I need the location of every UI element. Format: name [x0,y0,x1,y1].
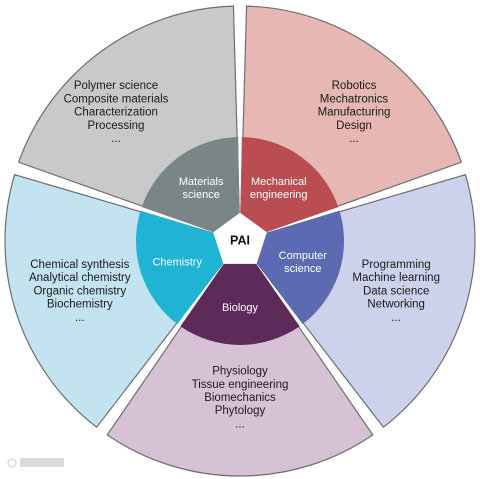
inner-sector-materials [141,137,240,241]
topic-item-chemistry: Chemical synthesis [30,259,129,271]
center-label: PAI [230,233,250,247]
discipline-label-biology: Biology [222,302,259,314]
topic-item-chemistry: Analytical chemistry [29,272,131,284]
topic-item-materials: ... [111,133,121,145]
topic-item-materials: Polymer science [74,80,158,92]
discipline-label-line-computer: Computer [279,250,328,262]
discipline-label-line-chemistry: Chemistry [152,256,202,268]
topic-item-mechanical: Robotics [332,80,377,92]
topic-item-chemistry: ... [75,312,85,324]
center-pentagon [213,212,267,264]
topic-item-mechanical: Mechatronics [320,93,389,105]
topic-item-biology: Tissue engineering [192,379,289,391]
inner-sector-biology [180,241,300,345]
topic-item-materials: Processing [88,120,145,132]
discipline-label-line-materials: science [183,189,220,201]
discipline-label-line-mechanical: engineering [250,189,308,201]
topic-item-computer: Data science [363,285,429,297]
topic-item-chemistry: Organic chemistry [33,285,126,297]
inner-ring [135,137,345,345]
topic-item-computer: Programming [362,259,431,271]
topic-item-mechanical: Manufacturing [318,107,391,119]
topic-item-chemistry: Biochemistry [47,299,113,311]
topic-item-biology: Biomechanics [204,392,276,404]
topic-item-materials: Characterization [74,107,158,119]
discipline-label-line-computer: science [284,263,321,275]
topic-item-computer: Machine learning [352,272,440,284]
topic-item-mechanical: Design [336,120,372,132]
topic-item-computer: Networking [367,299,425,311]
topic-item-mechanical: ... [349,133,359,145]
topic-item-biology: Phytology [215,405,266,417]
discipline-label-chemistry: Chemistry [152,256,202,268]
outer-sector-biology [106,239,374,477]
topic-item-biology: ... [235,418,245,430]
topic-item-computer: ... [391,312,401,324]
inner-sector-mechanical [240,137,339,241]
topic-item-biology: Physiology [212,366,268,378]
discipline-label-line-mechanical: Mechanical [251,176,307,188]
discipline-label-line-materials: Materials [179,176,224,188]
inner-sector-computer [240,210,345,325]
discipline-label-line-biology: Biology [222,302,259,314]
inner-sector-chemistry [135,210,240,325]
watermark-logo [7,458,64,468]
topic-item-materials: Composite materials [64,93,169,105]
